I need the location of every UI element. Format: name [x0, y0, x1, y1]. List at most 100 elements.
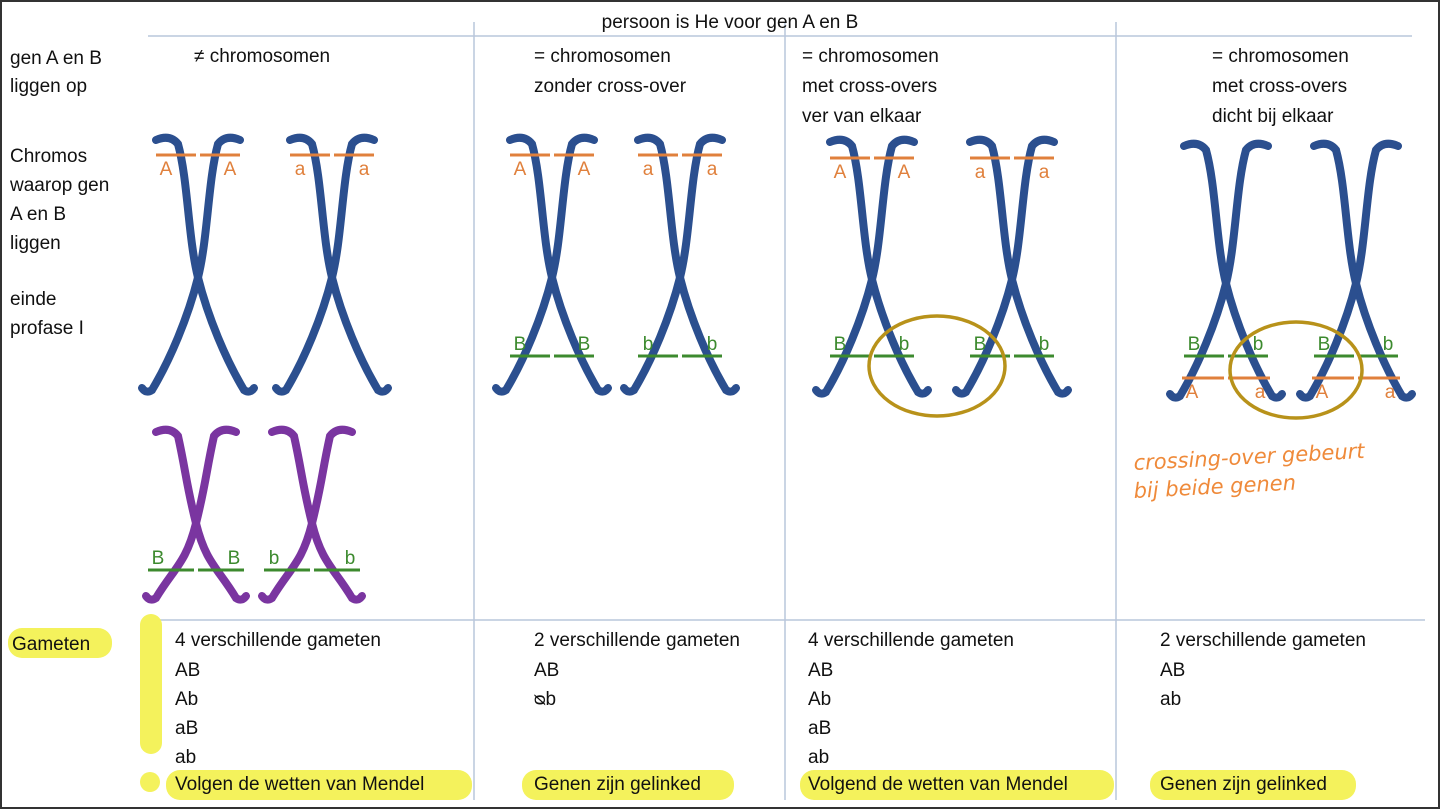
allele-label: a [1039, 162, 1050, 183]
gamete: Ab [808, 689, 831, 710]
table-grid [148, 22, 1425, 800]
gameten-label: Gameten [12, 634, 90, 655]
allele-label: b [1383, 334, 1394, 355]
allele-label: A [224, 159, 237, 180]
gamete: ab [175, 747, 196, 768]
gamete: Ab [175, 689, 198, 710]
allele-label: A [834, 162, 847, 183]
column-title: zonder cross-over [534, 76, 687, 97]
conclusion: Genen zijn gelinked [534, 774, 701, 795]
gamete-count: 4 verschillende gameten [175, 630, 381, 651]
allele-label: A [160, 159, 173, 180]
crossover-circles [867, 314, 1364, 420]
column-title: = chromosomen [802, 46, 939, 67]
row-label-line: einde [10, 289, 57, 310]
chromatid [1296, 139, 1402, 402]
column-titles: ≠ chromosomen = chromosomen zonder cross… [194, 46, 1349, 127]
gamete: AB [808, 660, 833, 681]
chromosome [492, 133, 612, 396]
chromosome [1296, 139, 1416, 402]
allele-label: B [578, 334, 591, 355]
allele-label: b [899, 334, 910, 355]
chromatid [272, 133, 378, 396]
allele-label: B [834, 334, 847, 355]
allele-label: a [975, 162, 986, 183]
highlights [8, 614, 1356, 800]
gamete-count: 2 verschillende gameten [1160, 630, 1366, 651]
chromosome [1166, 139, 1286, 402]
allele-label: B [1318, 334, 1331, 355]
gamete-count: 2 verschillende gameten [534, 630, 740, 651]
allele-label: b [643, 334, 654, 355]
gamete: AB [175, 660, 200, 681]
conclusion: Volgen de wetten van Mendel [175, 774, 424, 795]
row-label-line: Chromos [10, 146, 87, 167]
row-label-line: liggen op [10, 76, 87, 97]
allele-label: b [1039, 334, 1050, 355]
gamete-count: 4 verschillende gameten [808, 630, 1014, 651]
note-line: crossing-over gebeurt [1133, 439, 1366, 475]
allele-label: b [345, 548, 356, 569]
allele-label: A [898, 162, 911, 183]
gamete: AB [534, 660, 559, 681]
gametes-section: 4 verschillende gameten AB Ab aB ab Volg… [175, 630, 1366, 795]
chromatid [952, 135, 1058, 398]
allele-label: A [578, 159, 591, 180]
allele-label: a [1385, 382, 1396, 403]
allele-label: a [1255, 382, 1266, 403]
allele-label: b [269, 548, 280, 569]
allele-label: B [974, 334, 987, 355]
chromatid [492, 133, 598, 396]
allele-label: A [1316, 382, 1329, 403]
column-title: ver van elkaar [802, 106, 922, 127]
chromatid [1166, 139, 1272, 402]
gamete: ab [1160, 689, 1181, 710]
diagram-header: persoon is He voor gen A en B [602, 12, 859, 33]
allele-label: B [514, 334, 527, 355]
chromatid [138, 133, 244, 396]
chromatid [620, 133, 726, 396]
handwritten-note: crossing-over gebeurt bij beide genen [1133, 439, 1366, 503]
column-title: = chromosomen [1212, 46, 1349, 67]
gamete: aB [808, 718, 831, 739]
allele-label: B [228, 548, 241, 569]
chromosome [620, 133, 740, 396]
gamete: AB [1160, 660, 1185, 681]
chromatid [142, 425, 240, 604]
row-label-line: liggen [10, 233, 61, 254]
allele-label: b [1253, 334, 1264, 355]
chromosome [142, 425, 250, 604]
column-title: dicht bij elkaar [1212, 106, 1334, 127]
row-label-line: profase I [10, 318, 84, 339]
allele-label: B [152, 548, 165, 569]
allele-label: a [359, 159, 370, 180]
allele-label: A [514, 159, 527, 180]
chromosome [272, 133, 392, 396]
gamete: ab [808, 747, 829, 768]
allele-label: a [295, 159, 306, 180]
chromosome [258, 425, 366, 604]
crossover-circle [1228, 320, 1364, 420]
conclusion: Volgend de wetten van Mendel [808, 774, 1068, 795]
chromosome [952, 135, 1072, 398]
allele-label: A [1186, 382, 1199, 403]
row-label-line: waarop gen [9, 175, 109, 196]
chromosome [138, 133, 258, 396]
row-label-line: A en B [10, 204, 66, 225]
column-title: = chromosomen [534, 46, 671, 67]
conclusion: Genen zijn gelinked [1160, 774, 1327, 795]
column-title: met cross-overs [1212, 76, 1347, 97]
note-line: bij beide genen [1133, 471, 1297, 503]
column-title: met cross-overs [802, 76, 937, 97]
column-title: ≠ chromosomen [194, 46, 330, 67]
allele-label: a [643, 159, 654, 180]
row-labels: gen A en B liggen op Chromos waarop gen … [9, 48, 109, 655]
crossover-circle [867, 314, 1007, 418]
allele-label: b [707, 334, 718, 355]
gamete: ᴓb [534, 689, 556, 710]
allele-label: a [707, 159, 718, 180]
chromatid [258, 425, 356, 604]
